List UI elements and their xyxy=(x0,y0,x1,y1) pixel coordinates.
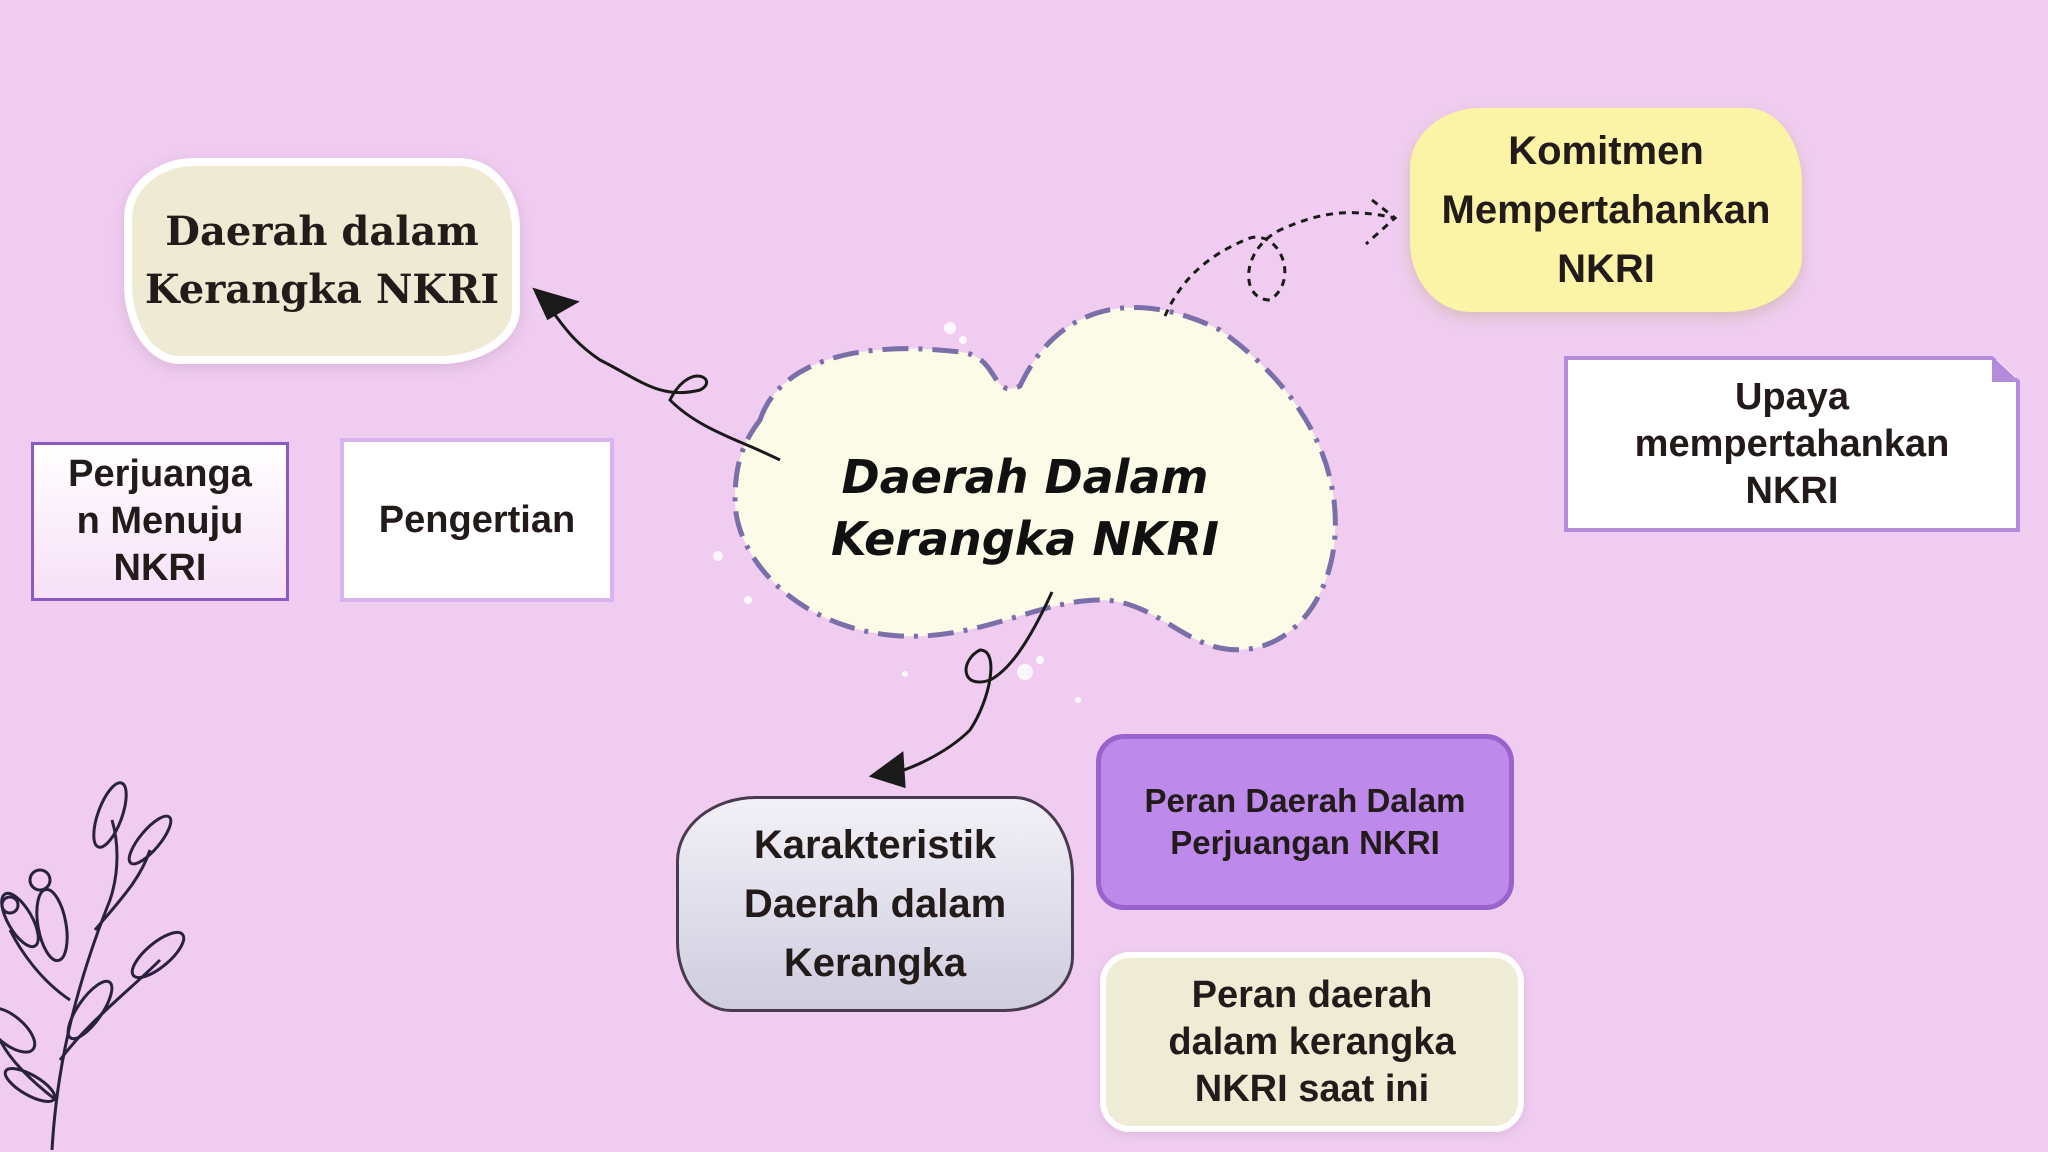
node-perjuangan[interactable]: Perjuanga n Menuju NKRI xyxy=(31,442,289,601)
node-peran-line1: Peran Daerah Dalam xyxy=(1144,782,1466,819)
node-pengertian[interactable]: Pengertian xyxy=(340,438,614,602)
arrow-to-karakteristik xyxy=(868,591,1054,789)
node-top-left-line1: Daerah dalam xyxy=(165,208,479,255)
node-karakteristik-line3: Kerangka xyxy=(783,940,967,985)
central-topic-line2: Kerangka NKRI xyxy=(830,512,1220,566)
node-karakteristik[interactable]: Karakteristik Daerah dalam Kerangka xyxy=(676,796,1074,1012)
arrow-to-top-left xyxy=(532,287,781,462)
node-top-left-line2: Kerangka NKRI xyxy=(144,266,500,313)
node-karakteristik-line1: Karakteristik xyxy=(753,822,997,867)
node-peran-ini-line1: Peran daerah xyxy=(1191,973,1433,1016)
node-komitmen[interactable]: Komitmen Mempertahankan NKRI xyxy=(1410,108,1802,312)
node-upaya-line1: Upaya xyxy=(1734,375,1850,418)
central-topic[interactable]: Daerah Dalam Kerangka NKRI xyxy=(770,446,1280,570)
node-peran-ini-line3: NKRI saat ini xyxy=(1194,1067,1430,1110)
node-perjuangan-line3: NKRI xyxy=(113,547,207,589)
sparkle-decoration xyxy=(713,322,1081,703)
node-peran-daerah[interactable]: Peran Daerah Dalam Perjuangan NKRI xyxy=(1096,734,1514,910)
dashed-arrow-to-top-right xyxy=(1163,198,1398,317)
node-peran-line2: Perjuangan NKRI xyxy=(1170,824,1440,861)
center-cloud-shape xyxy=(732,304,1338,653)
node-peran-ini-line2: dalam kerangka xyxy=(1168,1020,1456,1063)
node-pengertian-label: Pengertian xyxy=(378,498,576,541)
node-karakteristik-line2: Daerah dalam xyxy=(743,881,1007,926)
leaf-branch-icon xyxy=(0,781,186,1151)
node-perjuangan-line1: Perjuanga xyxy=(68,453,252,495)
node-upaya[interactable]: Upaya mempertahankan NKRI xyxy=(1564,356,2020,532)
node-komitmen-line1: Komitmen xyxy=(1508,128,1704,173)
node-peran-saat-ini[interactable]: Peran daerah dalam kerangka NKRI saat in… xyxy=(1100,952,1524,1132)
node-upaya-line2: mempertahankan xyxy=(1634,422,1950,465)
node-daerah-dalam-kerangka[interactable]: Daerah dalam Kerangka NKRI xyxy=(124,158,520,364)
node-komitmen-line3: NKRI xyxy=(1557,246,1655,291)
central-topic-line1: Daerah Dalam xyxy=(841,450,1209,504)
node-perjuangan-line2: n Menuju xyxy=(76,500,244,542)
node-upaya-line3: NKRI xyxy=(1745,469,1839,512)
node-komitmen-line2: Mempertahankan xyxy=(1441,187,1771,232)
